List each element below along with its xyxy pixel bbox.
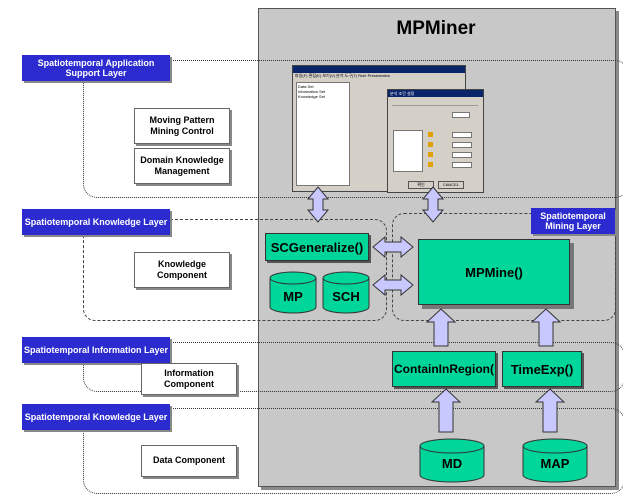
data-component-box: Data Component: [141, 445, 237, 477]
information-component-box: Information Component: [141, 363, 237, 395]
knowledge-layer-label: Spatiotemporal Knowledge Layer: [22, 209, 170, 235]
knowledge-layer-boundary: [83, 219, 387, 321]
dialog-title: 분석 조건 설정: [388, 90, 483, 97]
sch-label: SCH: [332, 289, 360, 304]
mp-cylinder: [269, 271, 317, 314]
containinregion-up-arrow: [425, 308, 457, 347]
tree-item-information-set[interactable]: Information Set: [298, 89, 326, 94]
mining-layer-label: Spatiotemporal Mining Layer: [531, 208, 615, 234]
scgeneralize-module: SCGeneralize(): [265, 233, 369, 261]
dialog-list: [393, 130, 423, 172]
app-menu-bar: 파일(F) 편집(E) 보기(V) 분석 도구(T) Rule Presenta…: [295, 73, 391, 78]
md-up-arrow: [430, 388, 462, 433]
mpmine-module: MPMine(): [418, 239, 570, 305]
scgeneralize-mining-double-arrow: [372, 235, 414, 259]
dialog-ok-button[interactable]: 확인: [408, 181, 434, 189]
md-label: MD: [441, 456, 463, 471]
dialog-cancel-button[interactable]: CANCEL: [438, 181, 464, 189]
mp-label: MP: [283, 289, 303, 304]
information-layer-boundary: [83, 342, 623, 392]
app-title-bar: [293, 66, 465, 73]
moving-pattern-mining-control-box: Moving Pattern Mining Control: [134, 108, 230, 144]
application-layer-label: Spatiotemporal Application Support Layer: [22, 55, 170, 81]
mining-layer-boundary: [392, 213, 616, 321]
map-label: MAP: [540, 456, 570, 471]
containinregion-module: ContainInRegion(: [392, 351, 496, 387]
map-up-arrow: [534, 388, 566, 433]
data-layer-label: Spatiotemporal Knowledge Layer: [22, 404, 170, 430]
map-cylinder: [522, 438, 588, 483]
storage-mining-double-arrow: [372, 273, 414, 297]
md-cylinder: [419, 438, 485, 483]
data-layer-boundary: [83, 408, 623, 494]
timeexp-module: TimeExp(): [502, 351, 582, 387]
knowledge-component-box: Knowledge Component: [134, 252, 230, 288]
app-mining-double-arrow: [421, 186, 445, 223]
information-layer-label: Spatiotemporal Information Layer: [22, 337, 170, 363]
mpminer-app-screenshot: 파일(F) 편집(E) 보기(V) 분석 도구(T) Rule Presenta…: [292, 65, 484, 195]
app-knowledge-double-arrow: [306, 186, 330, 223]
app-dialog: 분석 조건 설정 확인 CANCEL: [387, 89, 484, 193]
application-layer-boundary: [83, 60, 623, 198]
timeexp-up-arrow: [530, 308, 562, 347]
diagram-title: MPMiner: [396, 18, 476, 39]
app-tree-panel: Data Set Information Set Knowledge Set: [296, 82, 350, 186]
tree-item-data-set[interactable]: Data Set: [298, 84, 314, 89]
domain-knowledge-management-box: Domain Knowledge Management: [134, 148, 230, 184]
sch-cylinder: [322, 271, 370, 314]
tree-item-knowledge-set[interactable]: Knowledge Set: [298, 94, 325, 99]
